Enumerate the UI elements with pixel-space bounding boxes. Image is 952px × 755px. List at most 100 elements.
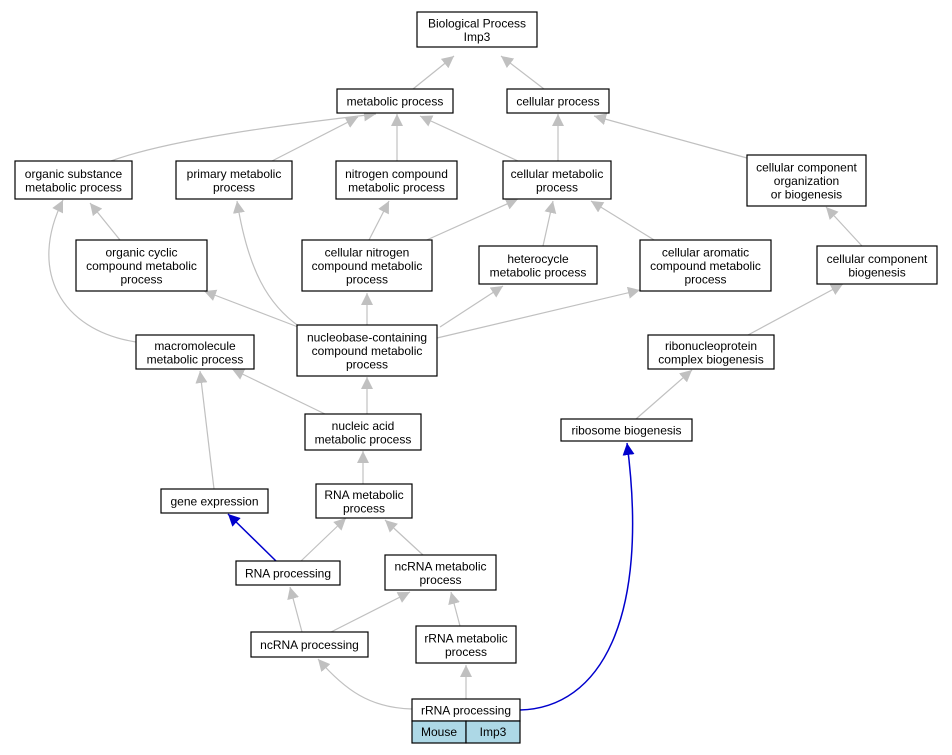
edge-rrna-processing-to-ribosome xyxy=(519,442,635,711)
edge-primary-to-metabolic xyxy=(271,116,359,162)
edge-organic-cyclic-to-organic-substance xyxy=(89,202,121,241)
edge-cellular-aromatic-to-cellular-metabolic xyxy=(590,200,660,244)
node-box xyxy=(135,334,255,370)
node-label-line: metabolic process xyxy=(147,352,244,366)
node-label-line: rRNA processing xyxy=(421,704,511,718)
node-label-line: cellular aromatic xyxy=(662,246,749,260)
node-box xyxy=(384,554,497,591)
node-label-line: organic cyclic xyxy=(105,246,177,260)
node-box xyxy=(14,160,133,200)
edge-cellular-metabolic-to-metabolic xyxy=(419,115,519,162)
node-box xyxy=(506,88,610,114)
node-label-line: ribosome biogenesis xyxy=(571,424,681,438)
node-box xyxy=(416,11,538,48)
node-box xyxy=(502,160,612,200)
node-label-line: compound metabolic xyxy=(650,259,761,273)
node-label-line: compound metabolic xyxy=(312,344,423,358)
edge-nucleobase-to-cellular-aromatic xyxy=(436,286,641,339)
species-gene-legend: Mouse Imp3 xyxy=(411,720,521,744)
node-box xyxy=(160,488,269,514)
node-label-line: Biological Process xyxy=(428,16,526,30)
node-box xyxy=(415,625,517,664)
node-label-line: organization xyxy=(774,174,839,188)
node-box xyxy=(336,88,454,114)
edge-ribonucleoprotein-to-ccb xyxy=(747,283,844,336)
node-label-line: ncRNA processing xyxy=(260,638,359,652)
node-label-line: process xyxy=(419,573,461,587)
node-label-line: metabolic process xyxy=(25,180,122,194)
node-label-line: biogenesis xyxy=(848,265,905,279)
node-box xyxy=(235,560,341,586)
edge-heterocycle-to-cellular-metabolic xyxy=(542,200,557,247)
node-label-line: process xyxy=(213,180,255,194)
node-ncrna-processing[interactable]: ncRNA processing xyxy=(250,631,369,658)
node-label-line: complex biogenesis xyxy=(658,352,763,366)
edge-nucleobase-to-heterocycle xyxy=(439,285,504,328)
node-box xyxy=(75,239,208,292)
node-metabolic[interactable]: metabolic process xyxy=(336,88,454,114)
edge-ribosome-to-ribonucleoprotein xyxy=(635,369,693,420)
node-label-line: ncRNA metabolic xyxy=(394,559,486,573)
node-label-line: ribonucleoprotein xyxy=(665,339,757,353)
node-label-line: macromolecule xyxy=(154,339,236,353)
node-box xyxy=(296,324,438,377)
node-cellular[interactable]: cellular process xyxy=(506,88,610,114)
node-label-line: cellular component xyxy=(756,161,857,175)
node-box xyxy=(560,418,693,442)
edge-ncrna-metabolic-to-rna-metabolic xyxy=(384,519,424,556)
node-label-line: process xyxy=(536,180,578,194)
edge-ncrna-processing-to-rna-processing xyxy=(287,586,303,633)
node-box xyxy=(175,160,293,200)
node-label-line: RNA processing xyxy=(245,567,331,581)
node-label-line: cellular component xyxy=(827,252,928,266)
node-label-line: process xyxy=(684,273,726,287)
edge-rrna-metabolic-to-ncrna-metabolic xyxy=(448,591,461,627)
node-label-line: process xyxy=(346,358,388,372)
legend-species-label: Mouse xyxy=(421,725,457,739)
node-label-line: metabolic process xyxy=(490,265,587,279)
node-ribosome[interactable]: ribosome biogenesis xyxy=(560,418,693,442)
node-label-line: metabolic process xyxy=(347,95,444,109)
node-label-line: cellular nitrogen xyxy=(325,246,410,260)
node-box xyxy=(335,160,458,200)
edge-cellular-nitrogen-to-nitrogen xyxy=(368,200,390,241)
node-box xyxy=(250,631,369,658)
node-label-line: rRNA metabolic xyxy=(424,631,507,645)
node-rrna-processing[interactable]: rRNA processing xyxy=(411,698,521,722)
node-label-line: nucleic acid xyxy=(332,419,395,433)
node-label-line: process xyxy=(343,501,385,515)
edge-organic-substance-to-metabolic xyxy=(110,109,377,162)
edge-cellular-to-bp xyxy=(500,55,545,90)
node-label-line: compound metabolic xyxy=(86,259,197,273)
node-label-line: heterocycle xyxy=(507,252,569,266)
edge-rna-processing-to-gene-expression xyxy=(227,513,277,562)
node-rna-processing[interactable]: RNA processing xyxy=(235,560,341,586)
edge-rna-processing-to-rna-metabolic xyxy=(300,517,347,562)
edge-nucleic-acid-to-macromolecule xyxy=(231,368,326,415)
node-box xyxy=(315,483,413,519)
node-label-line: primary metabolic xyxy=(187,167,282,181)
edge-metabolic-to-bp xyxy=(412,55,455,90)
node-gene-expression[interactable]: gene expression xyxy=(160,488,269,514)
edge-ccob-to-cellular xyxy=(593,113,748,159)
node-label-line: metabolic process xyxy=(315,432,412,446)
